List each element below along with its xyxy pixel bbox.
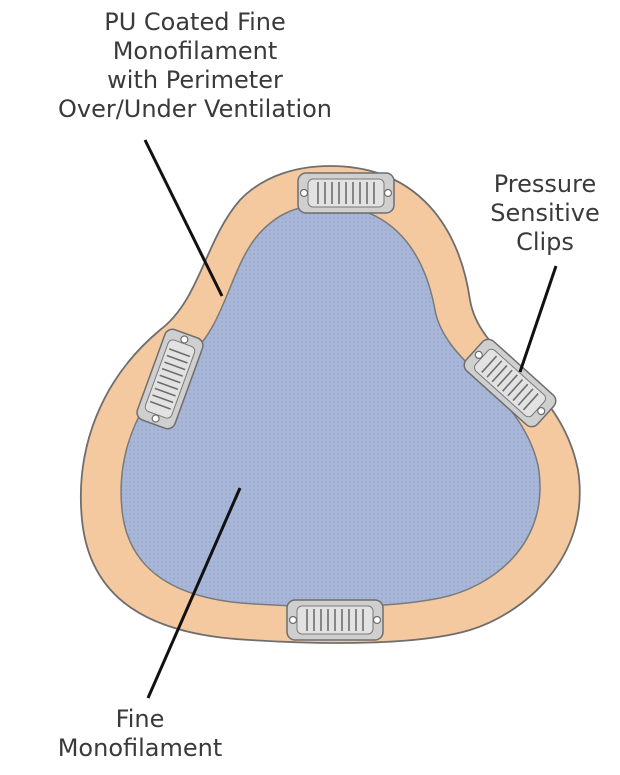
- label-line: PU Coated Fine: [104, 8, 286, 36]
- label-line: Monofilament: [57, 734, 223, 762]
- leader-line-pu: [143, 139, 224, 297]
- label-line: Monofilament: [112, 37, 278, 65]
- clip-top: [297, 172, 395, 214]
- leader-line-fine: [146, 487, 242, 699]
- label-line: with Perimeter: [107, 66, 283, 94]
- label-line: Clips: [516, 228, 574, 256]
- label-line: Over/Under Ventilation: [57, 95, 333, 123]
- leader-line-clips: [518, 265, 558, 373]
- label-pu-coated-fine-monofilament: PU Coated Fine Monofilament with Perimet…: [0, 8, 390, 124]
- fine-monofilament-mesh: [120, 204, 541, 608]
- label-line: Pressure: [493, 170, 597, 198]
- label-pressure-sensitive-clips: Pressure Sensitive Clips: [470, 170, 620, 257]
- label-line: Fine: [115, 705, 165, 733]
- clip-bottom: [286, 599, 384, 641]
- label-line: Sensitive: [490, 199, 600, 227]
- label-fine-monofilament: Fine Monofilament: [40, 705, 240, 763]
